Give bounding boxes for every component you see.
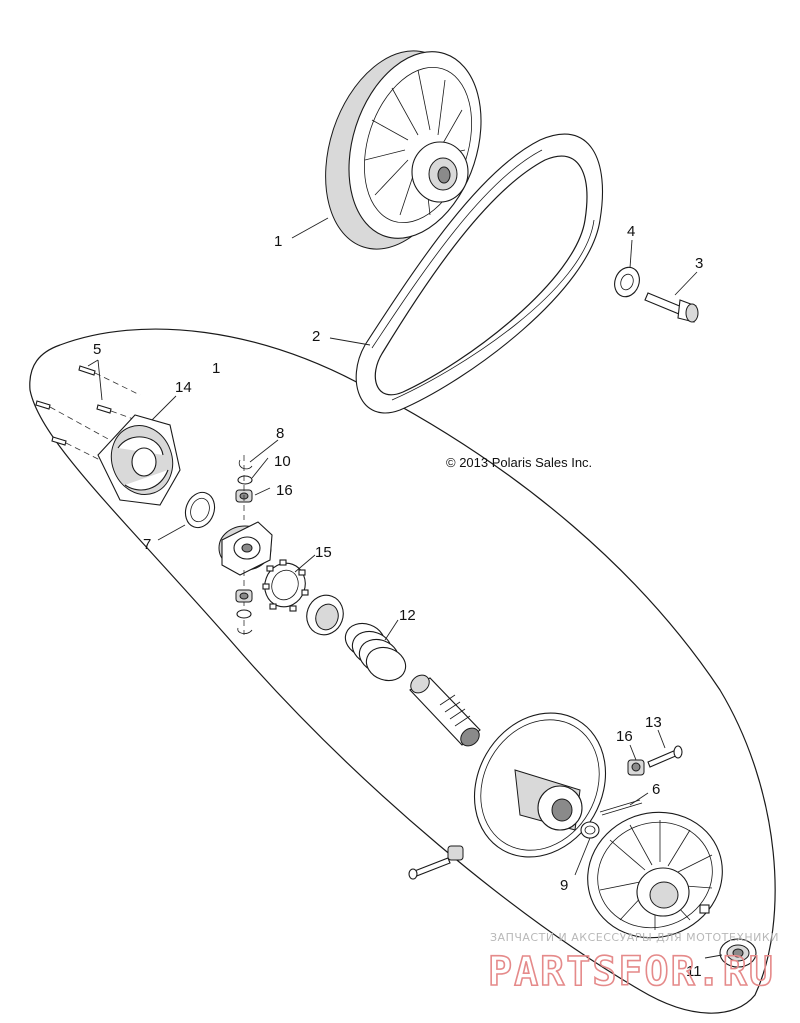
roller-stack-lower [235, 589, 253, 634]
clutch-assembly-top [325, 50, 482, 250]
callout-9: 9 [560, 877, 568, 894]
callout-11: 11 [686, 963, 702, 980]
pin-part-6 [599, 799, 643, 816]
spider-hub [218, 521, 273, 635]
callout-3: 3 [695, 255, 703, 272]
moveable-sheave [473, 712, 607, 858]
spring-part-12 [344, 622, 407, 682]
pin-lower-left [408, 845, 464, 880]
callout-14: 14 [175, 379, 192, 396]
washer-part-4 [614, 266, 640, 298]
bearing-part-11 [719, 938, 757, 968]
watermark: ЗАПЧАСТИ И АКСЕССУАРЫ ДЛЯ МОТОТЕХНИКИ PA… [487, 931, 779, 996]
splined-shaft [409, 674, 481, 747]
bushing-part-7 [184, 491, 216, 529]
roller-part-16-right [627, 759, 645, 776]
callouts: 1 1 2 3 4 5 6 7 8 9 10 11 12 13 14 15 16… [93, 223, 703, 980]
bolt-part-3 [644, 292, 699, 323]
pin-part-13 [647, 745, 683, 768]
callout-16-right: 16 [616, 728, 633, 745]
spring-cup [306, 594, 344, 636]
watermark-tagline: ЗАПЧАСТИ И АКСЕССУАРЫ ДЛЯ МОТОТЕХНИКИ [490, 931, 779, 944]
leader-lines [87, 217, 723, 959]
clip-part-9 [580, 821, 600, 839]
fixed-sheave [587, 811, 723, 939]
toothed-ring-part-15 [262, 559, 309, 612]
callout-6: 6 [652, 781, 660, 798]
callout-16-upper: 16 [276, 482, 293, 499]
callout-8: 8 [276, 425, 284, 442]
callout-13: 13 [645, 714, 662, 731]
callout-1-group: 1 [212, 360, 220, 377]
callout-15: 15 [315, 544, 332, 561]
watermark-logo: PARTSFOR.RU [488, 949, 775, 995]
callout-1-top: 1 [274, 233, 282, 250]
callout-12: 12 [399, 607, 416, 624]
cover-part-14 [97, 414, 181, 506]
callout-4: 4 [627, 223, 635, 240]
callout-10: 10 [274, 453, 291, 470]
roller-stack-upper [235, 455, 253, 520]
callout-2: 2 [312, 328, 320, 345]
callout-7: 7 [143, 536, 151, 553]
copyright-notice: © 2013 Polaris Sales Inc. [446, 455, 592, 470]
callout-5: 5 [93, 341, 101, 358]
drive-belt [355, 133, 604, 414]
